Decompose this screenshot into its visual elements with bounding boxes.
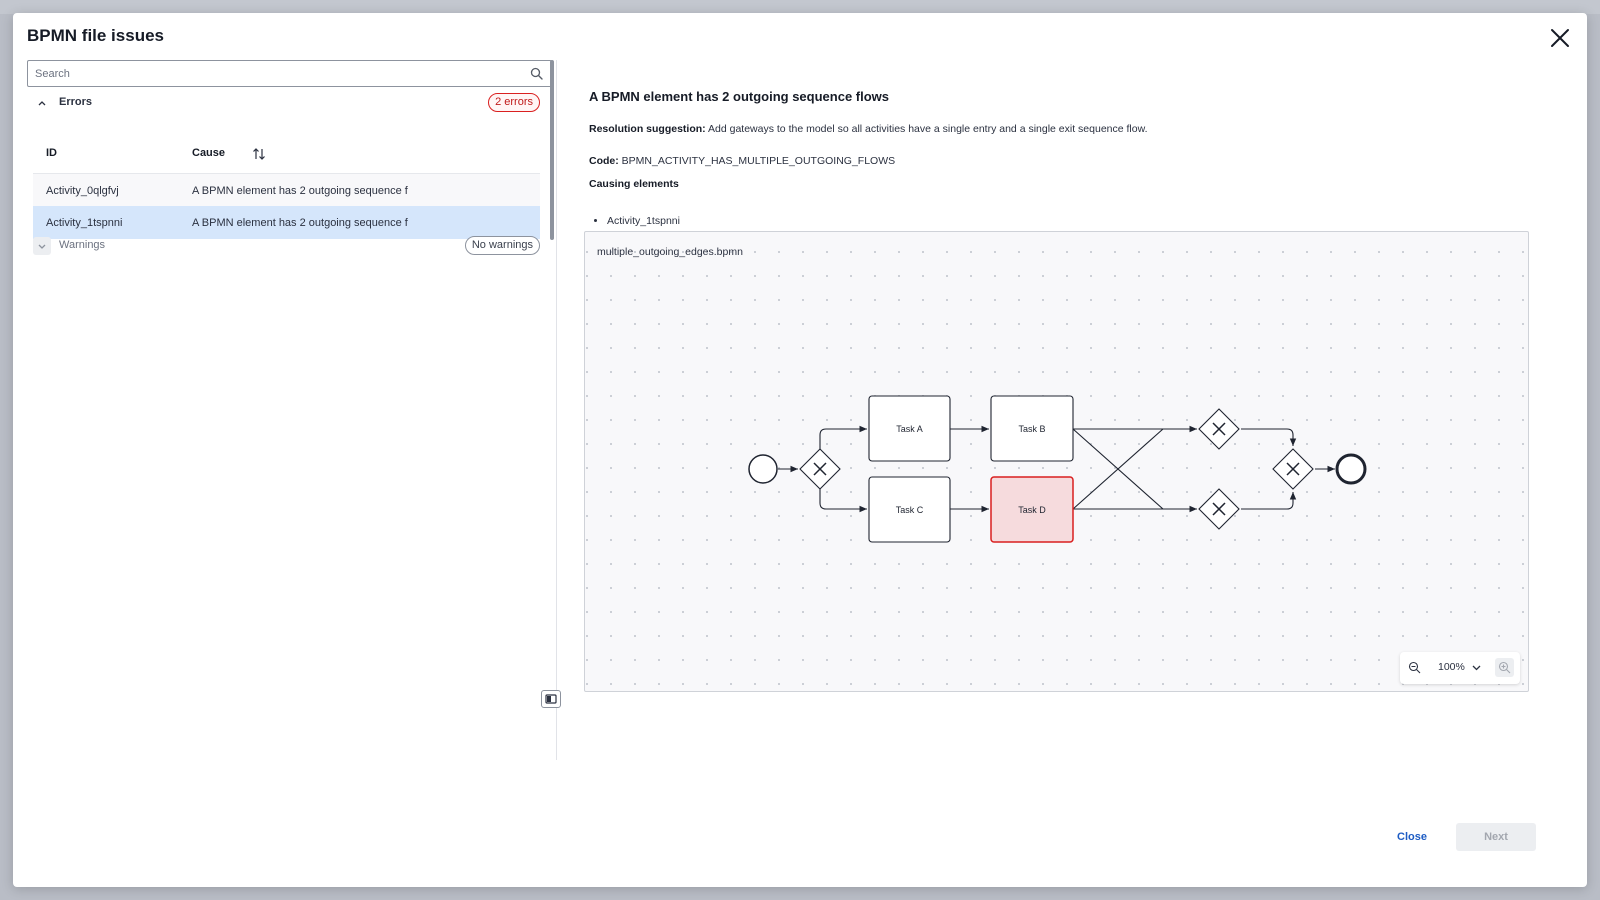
warnings-label: Warnings xyxy=(59,239,106,251)
diagram-file-name: multiple_outgoing_edges.bpmn xyxy=(597,246,743,258)
exclusive-gateway-lower xyxy=(1198,488,1240,530)
row-cause: A BPMN element has 2 outgoing sequence f xyxy=(192,217,408,229)
bpmn-diagram: Task A Task B Task C Task D xyxy=(748,395,1367,543)
task-d-highlighted xyxy=(990,476,1074,543)
task-c xyxy=(868,476,951,543)
task-d-label: Task D xyxy=(1018,505,1046,515)
errors-section-header[interactable]: Errors 2 errors xyxy=(33,93,540,113)
next-button[interactable]: Next xyxy=(1456,823,1536,851)
column-header-id[interactable]: ID xyxy=(46,147,57,159)
resolution-text: Add gateways to the model so all activit… xyxy=(708,123,1148,135)
close-button[interactable]: Close xyxy=(1397,831,1427,843)
sequence-flow xyxy=(819,489,867,513)
sequence-flow xyxy=(1072,428,1164,510)
column-header-cause[interactable]: Cause xyxy=(192,147,226,159)
warnings-section-header[interactable]: Warnings No warnings xyxy=(33,236,540,256)
chevron-up-icon[interactable] xyxy=(33,94,51,112)
warnings-count-badge: No warnings xyxy=(464,236,540,255)
errors-label: Errors xyxy=(59,96,93,108)
causing-elements-list: Activity_1tspnni xyxy=(607,215,680,227)
end-event xyxy=(1335,453,1367,485)
issue-title: A BPMN element has 2 outgoing sequence f… xyxy=(589,89,890,104)
task-b-label: Task B xyxy=(1018,424,1045,434)
task-a-label: Task A xyxy=(896,424,923,434)
close-icon[interactable] xyxy=(1547,25,1573,51)
start-event xyxy=(748,454,778,484)
bpmn-diagram-canvas[interactable]: multiple_outgoing_edges.bpmn xyxy=(584,231,1529,692)
row-id: Activity_0qlgfvj xyxy=(46,185,119,197)
zoom-in-icon[interactable] xyxy=(1495,658,1514,677)
table-row-selected[interactable]: Activity_1tspnni A BPMN element has 2 ou… xyxy=(33,206,540,239)
code-label: Code: xyxy=(589,155,619,167)
resolution-suggestion: Resolution suggestion: Add gateways to t… xyxy=(589,123,1148,135)
panel-divider[interactable] xyxy=(556,60,557,760)
causing-elements-heading: Causing elements xyxy=(589,178,679,190)
errors-count-badge: 2 errors xyxy=(488,93,540,112)
issue-code: Code: BPMN_ACTIVITY_HAS_MULTIPLE_OUTGOIN… xyxy=(589,155,895,167)
list-item: Activity_1tspnni xyxy=(607,215,680,227)
table-row[interactable]: Activity_0qlgfvj A BPMN element has 2 ou… xyxy=(33,173,540,206)
sequence-flow xyxy=(1241,428,1297,446)
exclusive-gateway-upper xyxy=(1198,408,1240,450)
task-a xyxy=(868,395,951,462)
chevron-down-icon[interactable] xyxy=(33,237,51,255)
issues-dialog: BPMN file issues Errors 2 errors ID Caus… xyxy=(13,13,1587,887)
code-value: BPMN_ACTIVITY_HAS_MULTIPLE_OUTGOING_FLOW… xyxy=(621,155,896,167)
chevron-down-icon[interactable] xyxy=(1470,661,1483,674)
search-icon[interactable] xyxy=(530,67,543,80)
zoom-level[interactable]: 100% xyxy=(1438,661,1465,673)
background-app-bar xyxy=(0,0,1600,14)
left-panel-scrollbar[interactable] xyxy=(550,60,554,240)
task-c-label: Task C xyxy=(896,505,924,515)
sort-icon[interactable] xyxy=(252,147,266,161)
search-input[interactable] xyxy=(28,61,508,86)
resolution-label: Resolution suggestion: xyxy=(589,123,706,135)
panel-collapse-icon[interactable] xyxy=(541,690,561,708)
exclusive-gateway-merge xyxy=(1272,448,1314,490)
row-cause: A BPMN element has 2 outgoing sequence f xyxy=(192,185,408,197)
zoom-out-icon[interactable] xyxy=(1408,661,1421,674)
sequence-flow xyxy=(819,425,867,449)
sequence-flow xyxy=(1241,492,1297,510)
sequence-flow xyxy=(1072,428,1197,513)
exclusive-gateway-split xyxy=(799,448,841,490)
row-id: Activity_1tspnni xyxy=(46,217,123,229)
errors-table: ID Cause Activity_0qlgfvj A BPMN element… xyxy=(33,133,540,239)
table-header: ID Cause xyxy=(33,133,540,173)
dialog-title: BPMN file issues xyxy=(27,26,164,45)
task-b xyxy=(990,395,1074,462)
zoom-controls: 100% xyxy=(1400,652,1520,684)
search-field[interactable] xyxy=(27,60,552,87)
